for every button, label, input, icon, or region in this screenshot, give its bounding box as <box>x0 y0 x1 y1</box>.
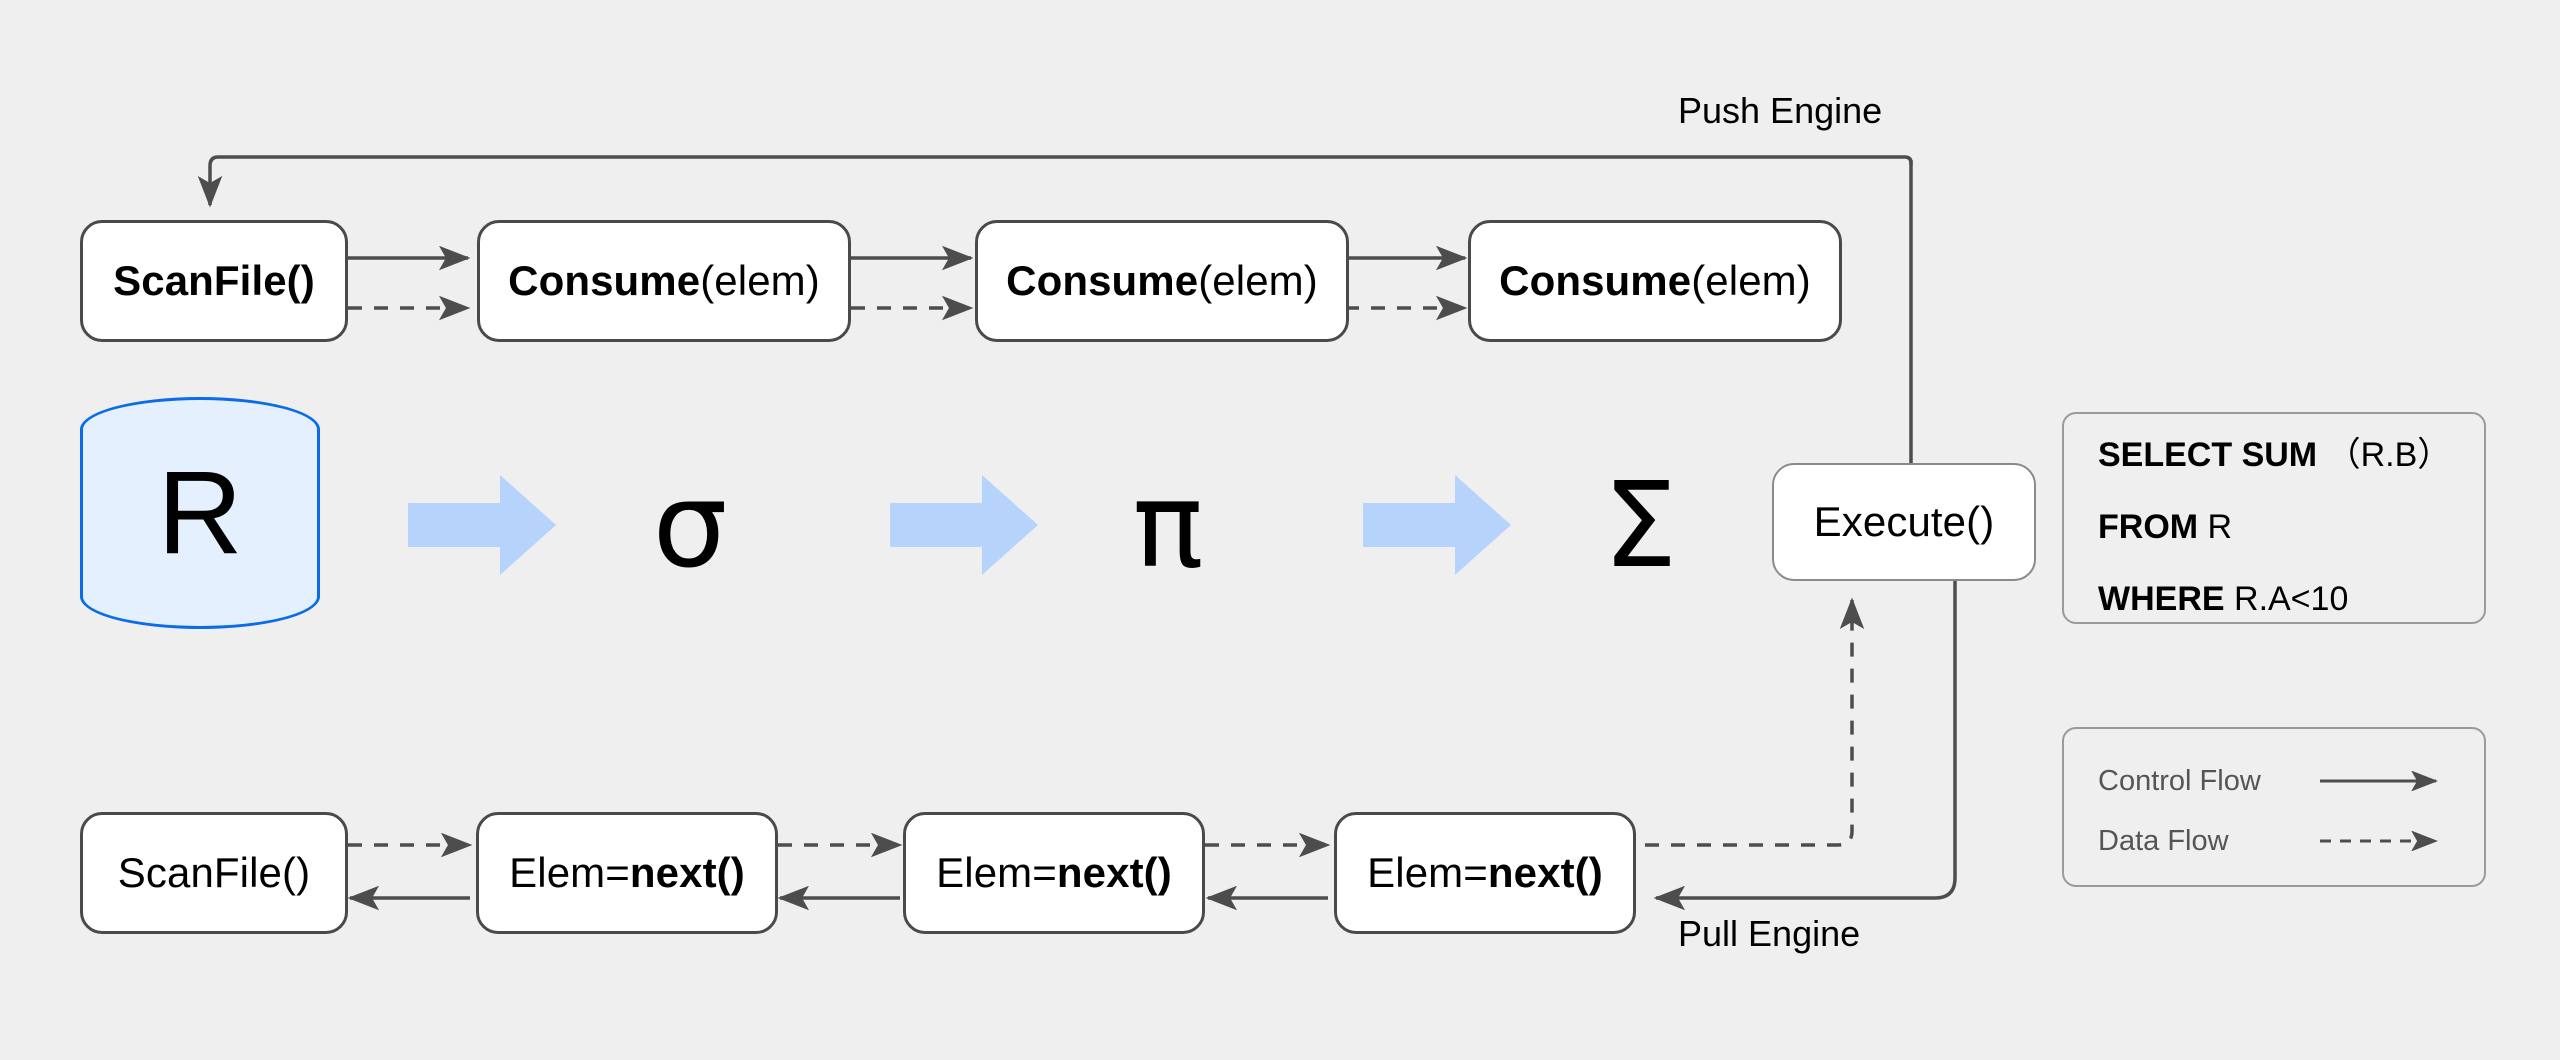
operator-sigma-aggregate: Σ <box>1602 456 1678 594</box>
operator-pi-project: π <box>1132 456 1204 594</box>
pull-engine-label: Pull Engine <box>1678 913 1861 954</box>
sql-line-where: WHERE R.A<10 <box>2098 580 2349 618</box>
pull-node-scanfile[interactable]: ScanFile() <box>80 812 348 934</box>
sql-line-select: SELECT SUM （R.B） <box>2098 436 2452 474</box>
push-node-consume-3[interactable]: Consume(elem) <box>1468 220 1842 342</box>
push-engine-loop-arrow <box>197 155 1913 208</box>
pull-node-next-3[interactable]: Elem=next() <box>1334 812 1636 934</box>
pull-data-to-execute <box>1645 597 1865 847</box>
push-node-consume-2[interactable]: Consume(elem) <box>975 220 1349 342</box>
push-node-consume-1[interactable]: Consume(elem) <box>477 220 851 342</box>
pull-node-next-2-label: Elem=next() <box>936 849 1172 896</box>
push-engine-label: Push Engine <box>1678 90 1883 131</box>
relation-cylinder: R <box>80 397 320 629</box>
sql-panel: SELECT SUM （R.B） FROM R WHERE R.A<10 <box>2062 412 2486 624</box>
pipeline-arrow-3 <box>1363 475 1511 575</box>
pull-node-next-2[interactable]: Elem=next() <box>903 812 1205 934</box>
relation-cylinder-label: R <box>157 447 243 579</box>
sql-line-from: FROM R <box>2098 508 2233 546</box>
pipeline-arrow-2 <box>890 475 1038 575</box>
legend-row-control-flow: Control Flow <box>2098 765 2261 798</box>
push-node-consume-3-label: Consume(elem) <box>1499 257 1811 304</box>
execute-node[interactable]: Execute() <box>1772 463 2036 581</box>
operator-sigma-select: σ <box>652 456 728 594</box>
pull-node-scanfile-label: ScanFile() <box>117 849 311 896</box>
pull-node-next-3-label: Elem=next() <box>1367 849 1603 896</box>
pipeline-arrow-1 <box>408 475 556 575</box>
pull-node-next-1-label: Elem=next() <box>509 849 745 896</box>
legend-label-control-flow: Control Flow <box>2098 765 2261 797</box>
legend-data-flow-icon <box>2320 831 2439 851</box>
pull-control-from-execute <box>1653 581 1957 911</box>
push-node-scanfile-label: ScanFile() <box>113 257 315 304</box>
push-node-scanfile[interactable]: ScanFile() <box>80 220 348 342</box>
legend-control-flow-icon <box>2320 771 2439 791</box>
execute-node-label: Execute() <box>1813 498 1995 545</box>
push-node-consume-2-label: Consume(elem) <box>1006 257 1318 304</box>
push-node-consume-1-label: Consume(elem) <box>508 257 820 304</box>
legend-row-data-flow: Data Flow <box>2098 825 2229 858</box>
legend-panel: Control Flow Data Flow <box>2062 727 2486 887</box>
relation-cylinder-body <box>80 397 320 629</box>
pull-node-next-1[interactable]: Elem=next() <box>476 812 778 934</box>
legend-label-data-flow: Data Flow <box>2098 825 2229 857</box>
